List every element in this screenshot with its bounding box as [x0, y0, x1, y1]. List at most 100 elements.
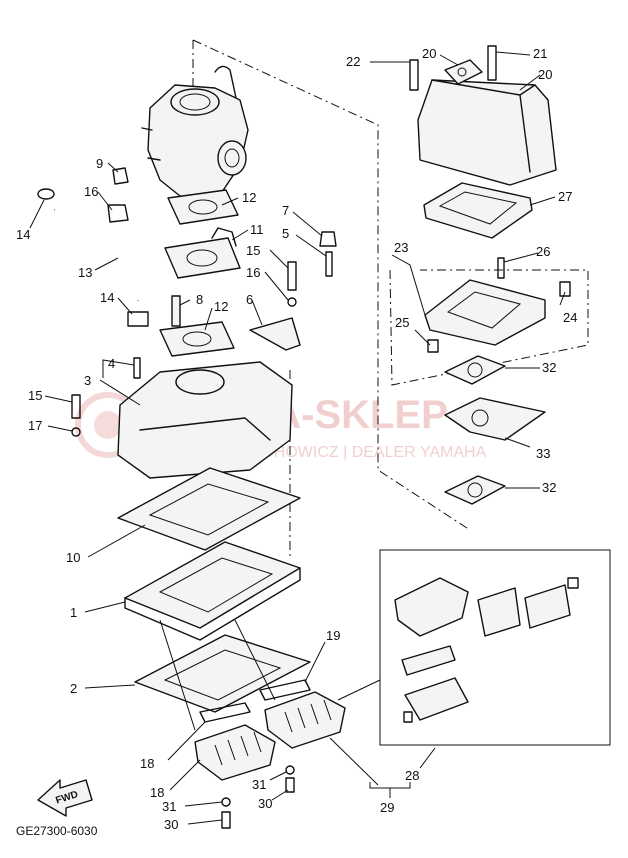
- leader-20a: [167, 721, 206, 761]
- hardware-middle: [71, 231, 337, 437]
- inset-screw: [567, 577, 579, 589]
- leader-18a: [169, 759, 201, 791]
- callout-12b: 12: [214, 299, 228, 314]
- nut-9: [112, 167, 129, 185]
- watermark-logo-center: [94, 411, 122, 439]
- leader-23: [495, 51, 531, 56]
- gasket-12-upper: [167, 189, 239, 225]
- leader-14b: [117, 297, 133, 315]
- throttle-linkage: [214, 65, 237, 99]
- inset-frame: [379, 549, 611, 746]
- carburetor-bore-inner: [224, 148, 240, 168]
- leader-4: [102, 359, 135, 378]
- leader-17: [97, 191, 113, 211]
- spacer-11-hole: [186, 249, 218, 267]
- leader-33: [504, 437, 531, 448]
- leader-8: [179, 299, 191, 306]
- washer-31-right: [285, 765, 295, 775]
- manifold-port: [175, 369, 225, 395]
- leader-19: [419, 747, 436, 769]
- bolt-4: [133, 357, 141, 379]
- callout-30b: 30: [258, 796, 272, 811]
- washer-16-upper: [287, 297, 297, 307]
- screw-30-left: [221, 811, 231, 829]
- spacer-11: [164, 237, 241, 279]
- manifold-edge: [139, 417, 271, 441]
- gasket-2-opening: [163, 649, 282, 701]
- carburetor-assembly: [141, 65, 249, 201]
- bolt-24: [409, 59, 419, 91]
- bracket-6: [249, 317, 301, 351]
- leader-28: [503, 252, 539, 263]
- enclosure-right: [192, 39, 471, 531]
- callout-5: 5: [282, 226, 289, 241]
- gasket-10-opening: [148, 483, 270, 536]
- stud-8: [171, 295, 181, 327]
- bolt-27: [427, 339, 439, 353]
- callout-10: 10: [66, 550, 80, 565]
- gasket-20-right: [259, 679, 311, 701]
- leader-3: [99, 379, 141, 406]
- leader-31a: [184, 801, 223, 807]
- callout-12a: 12: [242, 190, 256, 205]
- leader-18b-ref: [329, 737, 379, 786]
- callout-24: 22: [346, 54, 360, 69]
- callout-15a: 15: [246, 243, 260, 258]
- leader-14a: [29, 199, 45, 229]
- bolt-15-lower: [71, 394, 81, 419]
- callout-16a: 16: [246, 265, 260, 280]
- leader-15b: [44, 395, 73, 403]
- leader-6: [251, 299, 263, 326]
- gasket-20-left: [199, 702, 251, 723]
- leader-19-ref: [337, 679, 381, 701]
- cap-7: [319, 231, 337, 247]
- leader-11: [231, 229, 249, 241]
- plate-33: [444, 397, 546, 441]
- inset-reed-petal-b: [524, 584, 571, 629]
- alignment-line-right: [234, 619, 276, 701]
- callout-29: 27: [558, 189, 572, 204]
- inset-reed-housing: [394, 577, 469, 637]
- callout-26: 24: [563, 310, 577, 325]
- callout-32b: 32: [542, 480, 556, 495]
- callout-22: 20: [422, 46, 436, 61]
- valve-plate-group: [424, 257, 571, 505]
- plate-25-opening: [446, 291, 522, 329]
- leader-29: [529, 196, 556, 206]
- carburetor-throat: [170, 88, 220, 116]
- fwd-arrow: FWD: [37, 779, 93, 817]
- callout-numbers: 22 20 21 20 27 26 23 24 25 32 33 32 9 16…: [16, 46, 577, 832]
- leader-30a: [187, 819, 223, 825]
- callout-19: 28: [405, 768, 419, 783]
- fwd-arrow-shape: [37, 779, 93, 817]
- callout-20a: 18: [140, 756, 154, 771]
- callout-18a: 18: [150, 785, 164, 800]
- plate-22-hole: [457, 67, 467, 77]
- cover-21-edges: [431, 79, 536, 173]
- callout-18b: 29: [380, 800, 394, 815]
- inset-reed-petal-a: [477, 587, 521, 637]
- callout-8: 8: [196, 292, 203, 307]
- gasket-29-inner: [438, 191, 518, 225]
- hose-assembly: [37, 167, 149, 327]
- callout-14a: 14: [16, 227, 30, 242]
- cover-21: [417, 79, 557, 186]
- fitting-5: [325, 251, 333, 277]
- leader-15a: [269, 249, 289, 269]
- leader-30b: [271, 789, 289, 801]
- callout-15b: 15: [28, 388, 42, 403]
- gasket-32-upper: [444, 355, 506, 385]
- leader-16a: [264, 271, 289, 301]
- bolt-15-upper: [287, 261, 297, 291]
- gasket-10: [117, 467, 301, 551]
- gasket-32-upper-hole: [467, 362, 483, 378]
- leader-lines: [29, 51, 566, 825]
- plate-22: [444, 59, 483, 85]
- callout-6: 6: [246, 292, 253, 307]
- leader-21: [519, 74, 541, 91]
- callout-25: 23: [394, 240, 408, 255]
- leader-1: [84, 601, 126, 613]
- gasket-2: [134, 634, 311, 713]
